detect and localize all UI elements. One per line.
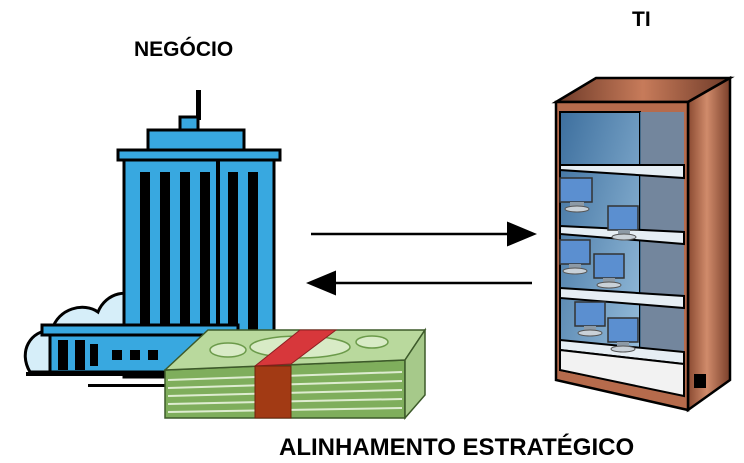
monitor-icon <box>559 177 593 213</box>
monitor-icon <box>559 239 591 275</box>
server-rack-icon <box>551 75 735 413</box>
it-label: TI <box>632 8 651 31</box>
monitor-icon <box>574 301 606 337</box>
money-stack-icon <box>163 327 427 421</box>
business-label: NEGÓCIO <box>134 38 234 61</box>
monitor-icon <box>593 253 625 289</box>
monitor-icon <box>607 205 639 241</box>
strategic-alignment-caption: ALINHAMENTO ESTRATÉGICO <box>279 434 635 461</box>
monitor-icon <box>607 317 639 353</box>
